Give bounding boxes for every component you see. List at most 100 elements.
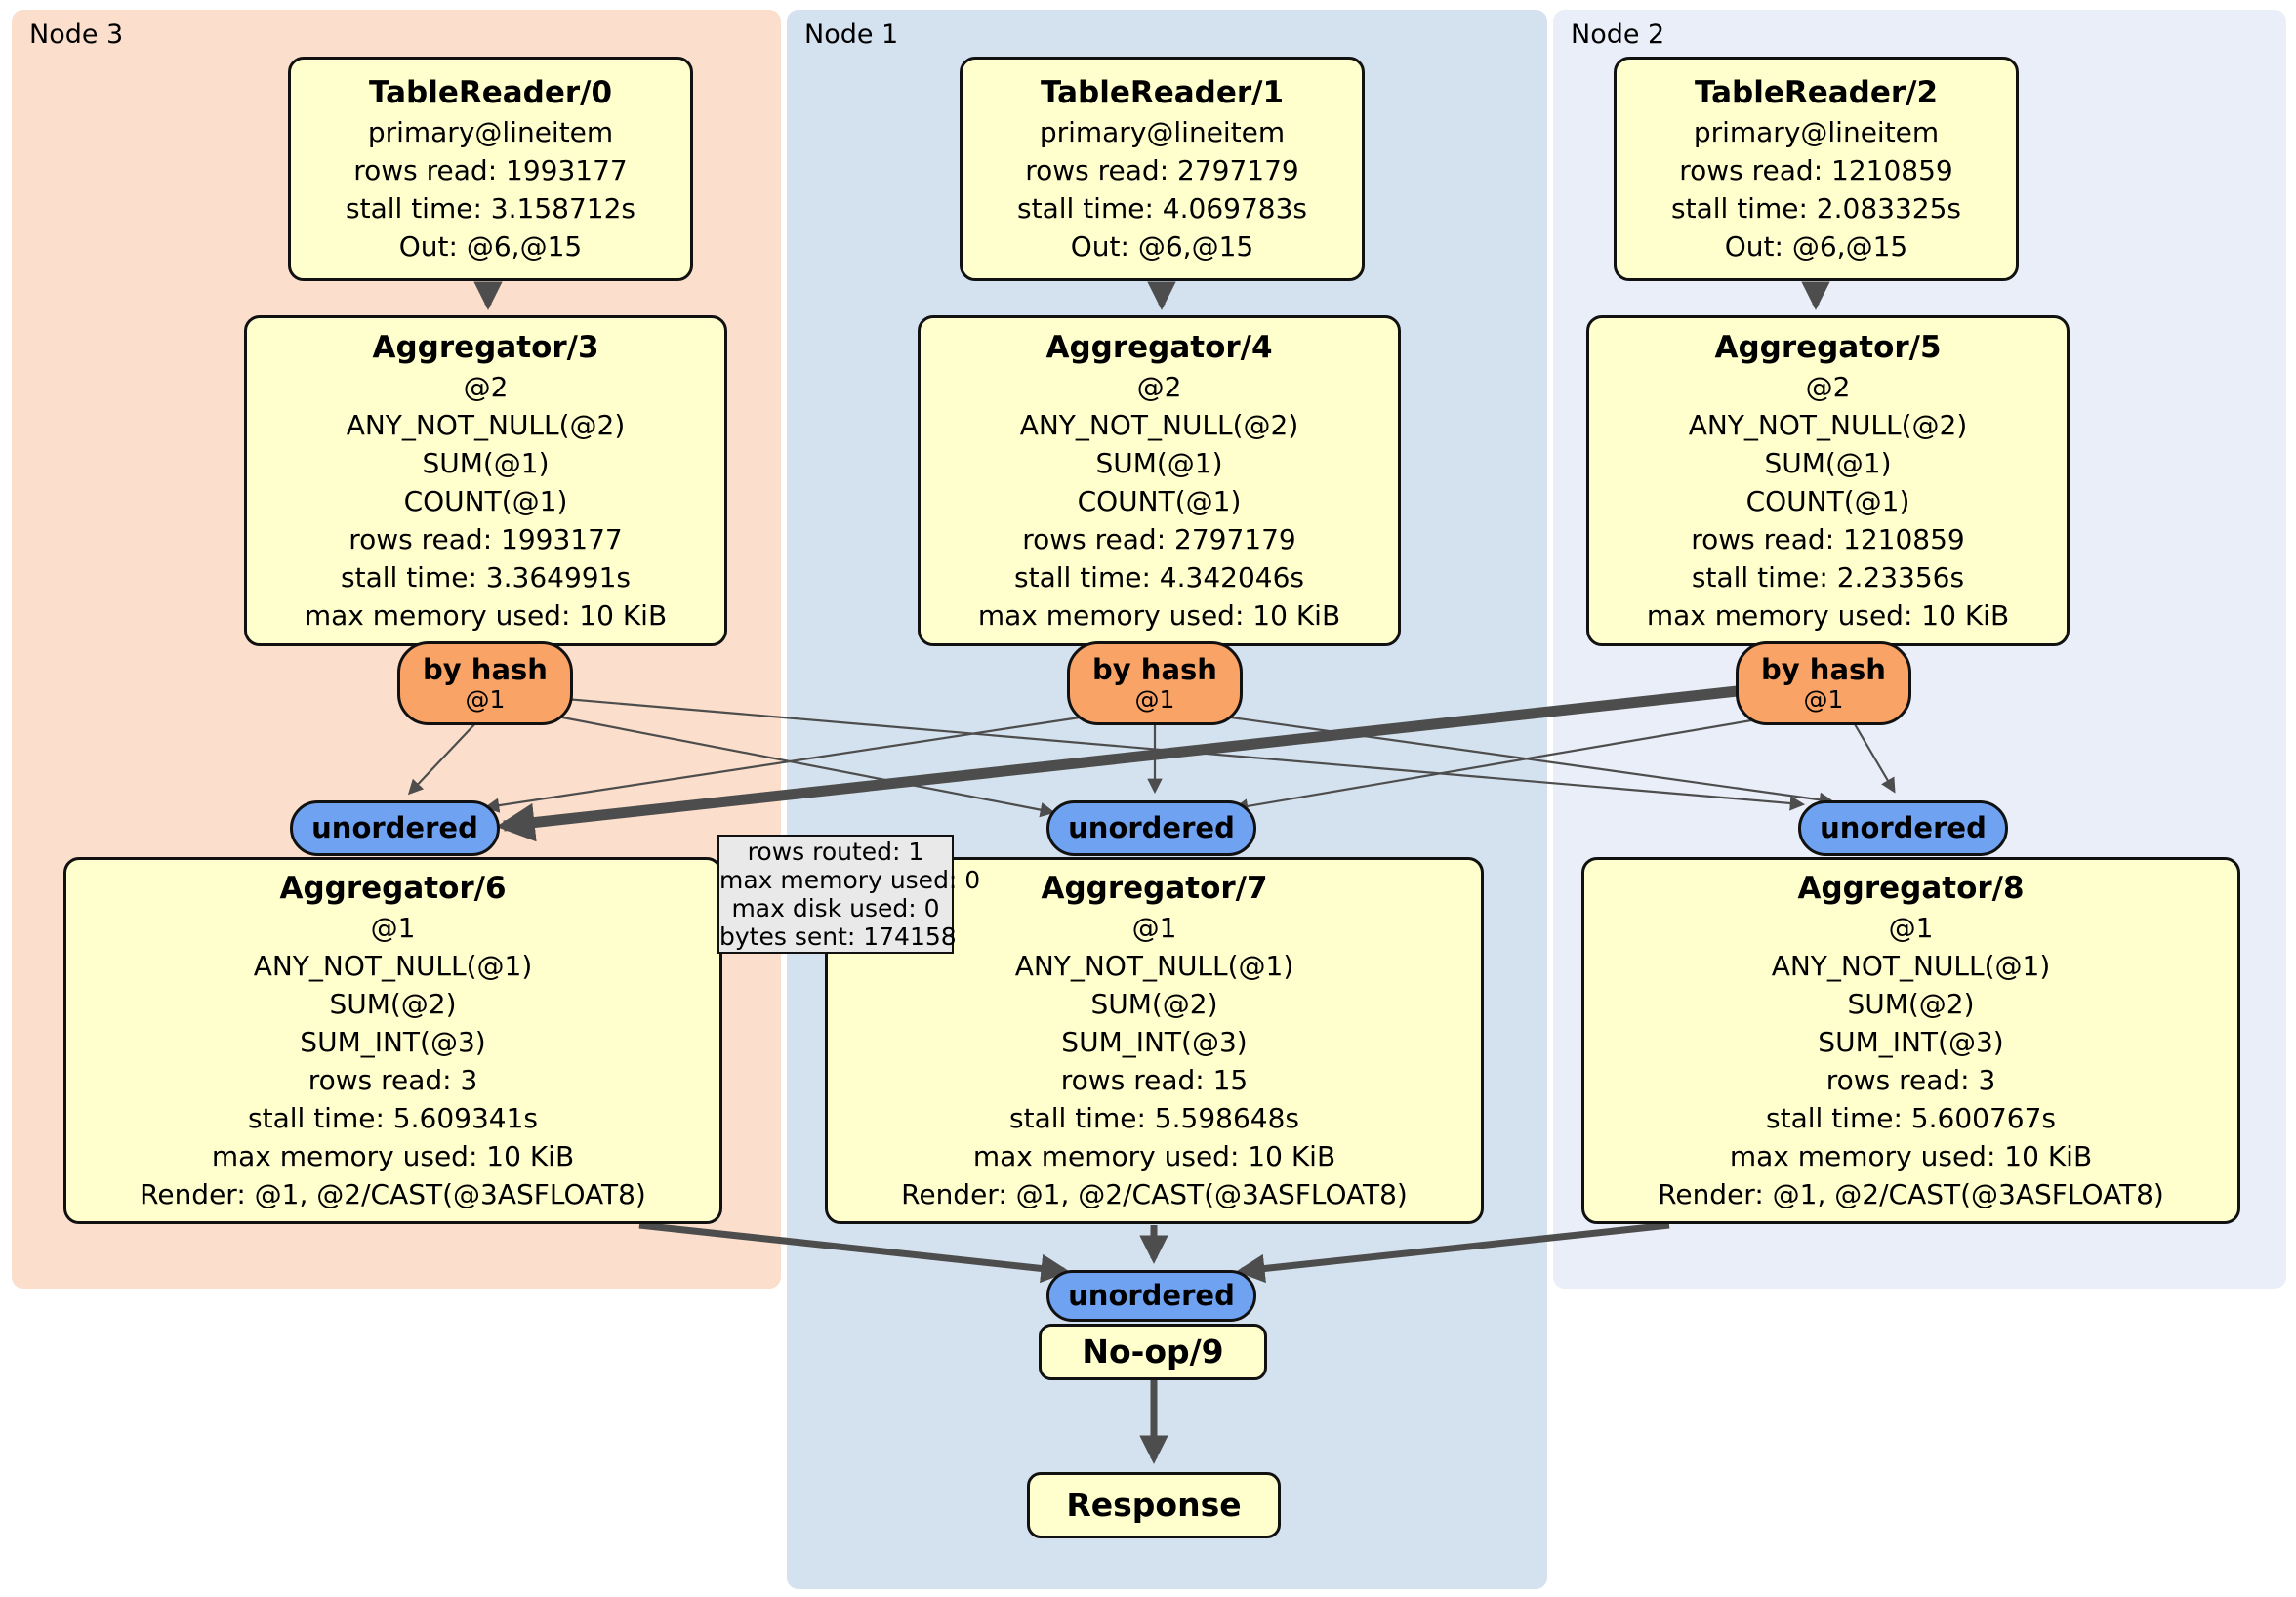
edge-agg8-unordered-final[interactable] [1236, 1221, 1670, 1284]
sync-unordered-node1[interactable]: unordered [1046, 800, 1256, 856]
text-line: Out: @6,@15 [398, 230, 583, 263]
sync-label: unordered [1820, 811, 1987, 844]
text-line: SUM(@1) [1764, 447, 1892, 479]
text-line: ANY_NOT_NULL(@2) [1019, 409, 1299, 441]
node3-group-label: Node 3 [29, 20, 124, 50]
processor-title: Aggregator/7 [1041, 871, 1268, 906]
text-line: rows read: 1210859 [1679, 154, 1953, 186]
processor-title: Aggregator/3 [372, 330, 599, 365]
edge-byhash2-unordered2[interactable] [1854, 723, 1896, 794]
text-line: stall time: 2.083325s [1671, 192, 1961, 225]
text-line: max memory used: 10 KiB [977, 599, 1341, 632]
response-box[interactable]: Response [1027, 1472, 1281, 1538]
text-line: @1 [370, 912, 416, 944]
router-by-hash-node1[interactable]: by hash @1 [1067, 641, 1243, 725]
text-line: rows routed: 1 [747, 838, 924, 866]
router-label: by hash [1761, 653, 1886, 686]
router-by-hash-node3[interactable]: by hash @1 [397, 641, 573, 725]
sync-label: unordered [311, 811, 478, 844]
router-label: by hash [1092, 653, 1217, 686]
node1-group-label: Node 1 [804, 20, 899, 50]
sync-unordered-final[interactable]: unordered [1046, 1270, 1256, 1322]
processor-title: Aggregator/6 [279, 871, 507, 906]
text-line: bytes sent: 174158 [719, 922, 957, 951]
text-line: rows read: 1210859 [1691, 523, 1965, 555]
text-line: stall time: 5.598648s [1009, 1102, 1299, 1134]
sync-unordered-node2[interactable]: unordered [1798, 800, 2008, 856]
text-line: stall time: 5.600767s [1766, 1102, 2056, 1134]
text-line: ANY_NOT_NULL(@1) [1014, 950, 1294, 982]
edge-byhash3-unordered3[interactable] [407, 719, 479, 796]
processor-title: Aggregator/4 [1046, 330, 1273, 365]
text-line: ANY_NOT_NULL(@1) [1771, 950, 2051, 982]
sync-unordered-node3[interactable]: unordered [290, 800, 500, 856]
text-line: SUM(@1) [1095, 447, 1223, 479]
text-line: COUNT(@1) [1745, 485, 1910, 517]
processor-title: No-op/9 [1082, 1332, 1224, 1371]
processor-title: TableReader/0 [368, 75, 613, 110]
router-column: @1 [465, 685, 506, 714]
text-line: SUM(@2) [1090, 988, 1218, 1020]
text-line: rows read: 3 [308, 1064, 478, 1096]
text-line: SUM(@2) [1847, 988, 1975, 1020]
text-line: max memory used: 10 KiB [1729, 1140, 2093, 1172]
text-line: stall time: 4.069783s [1017, 192, 1307, 225]
text-line: SUM(@2) [329, 988, 457, 1020]
text-line: rows read: 2797179 [1025, 154, 1299, 186]
text-line: stall time: 5.609341s [248, 1102, 538, 1134]
processor-title: TableReader/2 [1694, 75, 1939, 110]
text-line: @2 [1805, 371, 1851, 403]
text-line: SUM_INT(@3) [300, 1026, 486, 1058]
text-line: rows read: 15 [1060, 1064, 1249, 1096]
text-line: max memory used: 0 [719, 866, 981, 894]
node2-group-label: Node 2 [1571, 20, 1665, 50]
text-line: COUNT(@1) [403, 485, 568, 517]
text-line: max disk used: 0 [731, 894, 940, 922]
text-line: primary@lineitem [367, 116, 614, 148]
text-line: max memory used: 10 KiB [304, 599, 668, 632]
edge-byhash2-unordered1[interactable] [1232, 717, 1764, 814]
edge-agg6-unordered-final[interactable] [638, 1221, 1070, 1284]
text-line: stall time: 2.23356s [1691, 561, 1965, 594]
edge-byhash1-unordered2[interactable] [1210, 713, 1835, 807]
text-line: rows read: 3 [1825, 1064, 1996, 1096]
text-line: stall time: 3.364991s [341, 561, 631, 594]
text-line: @2 [1136, 371, 1182, 403]
text-line: max memory used: 10 KiB [972, 1140, 1336, 1172]
text-line: stall time: 4.342046s [1014, 561, 1304, 594]
text-line: Out: @6,@15 [1070, 230, 1254, 263]
edge-byhash1-unordered3[interactable] [483, 713, 1100, 813]
text-line: ANY_NOT_NULL(@2) [1688, 409, 1968, 441]
router-by-hash-node2[interactable]: by hash @1 [1736, 641, 1911, 725]
router-column: @1 [1134, 685, 1175, 714]
text-line: ANY_NOT_NULL(@2) [346, 409, 626, 441]
text-line: Out: @6,@15 [1724, 230, 1908, 263]
edge-byhash2-unordered3[interactable] [496, 683, 1756, 842]
text-line: max memory used: 10 KiB [1646, 599, 2010, 632]
text-line: ANY_NOT_NULL(@1) [253, 950, 533, 982]
text-line: @1 [1888, 912, 1934, 944]
text-line: rows read: 1993177 [348, 523, 623, 555]
processor-noop-9[interactable]: No-op/9 [1039, 1324, 1267, 1380]
text-line: Render: @1, @2/CAST(@3ASFLOAT8) [1658, 1178, 2164, 1210]
text-line: stall time: 3.158712s [346, 192, 636, 225]
processor-title: Response [1066, 1486, 1242, 1524]
text-line: @2 [463, 371, 509, 403]
